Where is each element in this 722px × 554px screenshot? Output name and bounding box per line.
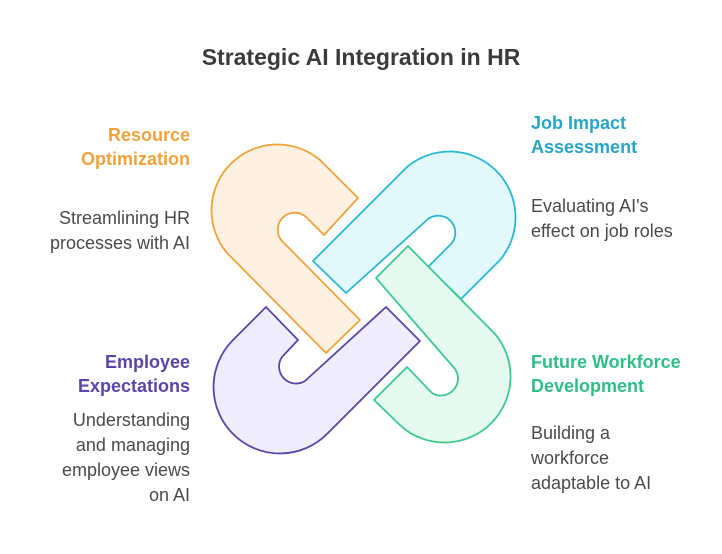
green-link [373,245,512,444]
description-line: workforce [531,448,610,468]
heading-line: Expectations [77,376,190,396]
heading-line: Optimization [81,149,190,169]
resource-optimization-heading: Resource Optimization [81,123,190,171]
future-workforce-description: Building a workforce adaptable to AI [531,421,651,496]
resource-optimization-description: Streamlining HR processes with AI [50,206,190,256]
description-line: Building a [531,423,611,443]
heading-line: Employee [104,352,190,372]
description-line: Understanding [72,410,190,430]
description-line: adaptable to AI [531,473,652,493]
heading-line: Job Impact [531,113,627,133]
job-impact-description: Evaluating AI's effect on job roles [531,194,673,244]
description-line: Evaluating AI's [531,196,649,216]
employee-expectations-heading: Employee Expectations [78,350,190,398]
description-line: processes with AI [49,233,190,253]
heading-line: Resource [107,125,190,145]
diagram-title: Strategic AI Integration in HR [201,44,521,70]
description-line: effect on job roles [531,221,673,241]
orange-link [210,143,361,354]
description-line: Streamlining HR [58,208,190,228]
description-line: employee views [61,460,190,480]
employee-expectations-description: Understanding and managing employee view… [62,408,190,508]
description-line: on AI [148,485,190,505]
purple-link [212,306,421,455]
description-line: and managing [75,435,190,455]
job-impact-heading: Job Impact Assessment [531,111,637,159]
cyan-link [312,150,517,300]
heading-line: Future Workforce [531,352,681,372]
future-workforce-heading: Future Workforce Development [531,350,681,398]
heading-line: Assessment [531,137,638,157]
heading-line: Development [531,376,645,396]
